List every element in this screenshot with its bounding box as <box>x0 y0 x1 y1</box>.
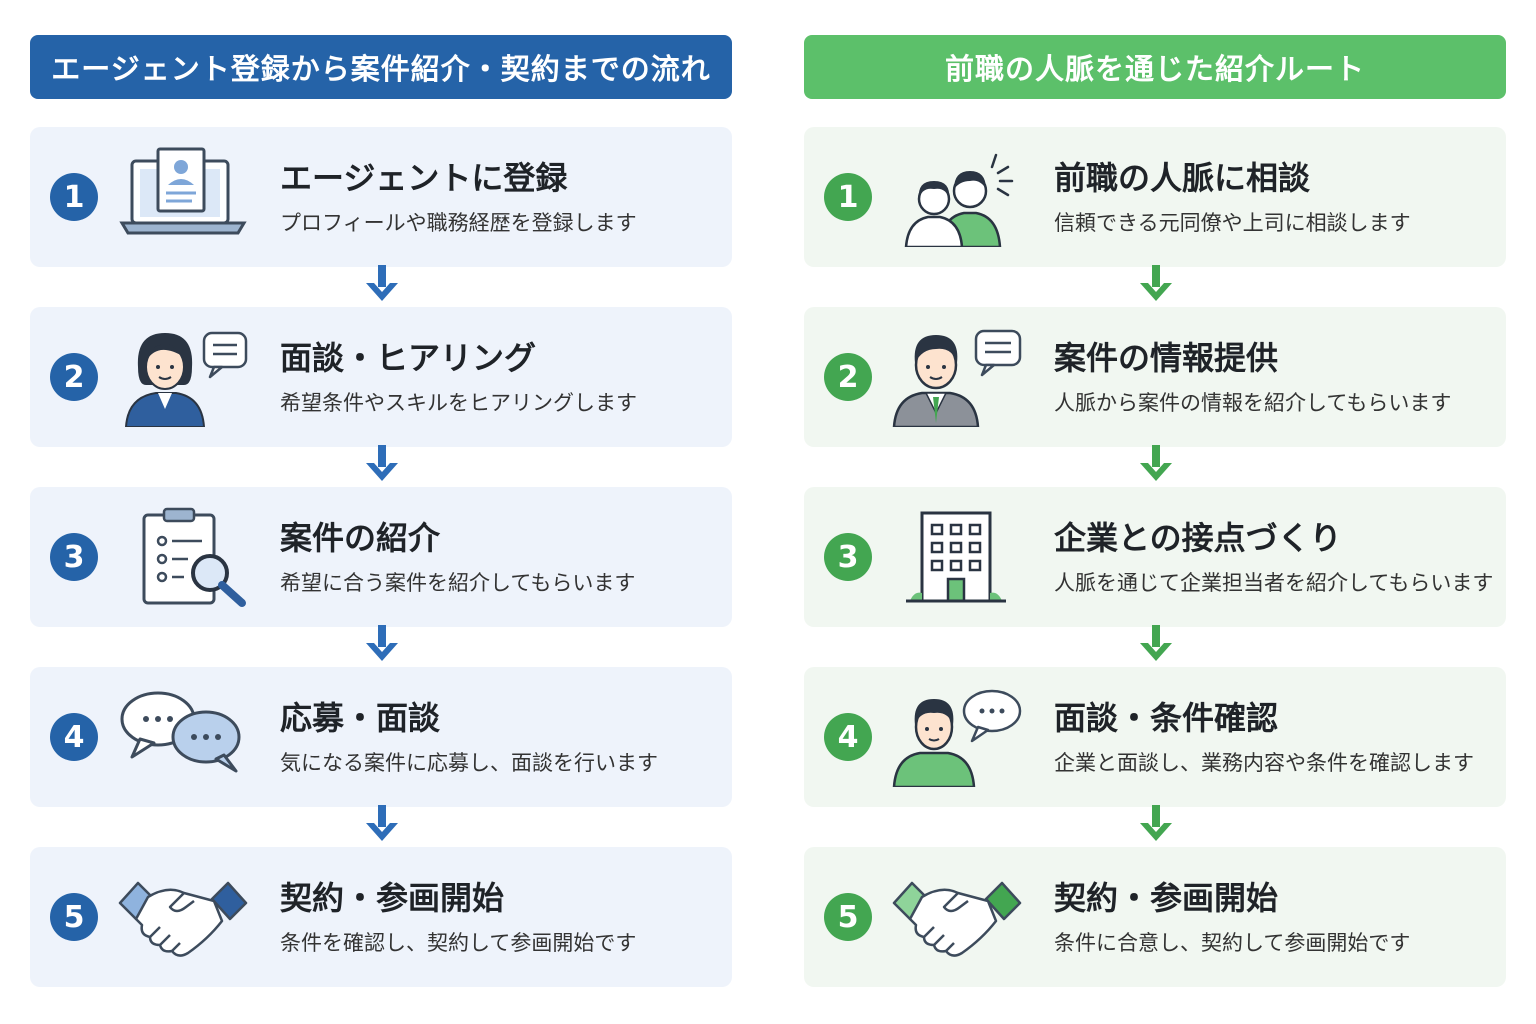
agent-step-1: 1 エージェントに登録 プロフィールや職務経歴を登録します <box>30 127 732 267</box>
step-title: 面談・条件確認 <box>1054 699 1279 737</box>
network-step-5: 5 契約・参画開始 条件に合意し、契約して参画開始です <box>804 847 1506 987</box>
arrow-down-icon <box>364 805 400 843</box>
person-chat-icon <box>892 687 1022 787</box>
step-number: 1 <box>824 173 872 221</box>
arrow-down-icon <box>1138 445 1174 483</box>
chat-bubbles-icon <box>118 687 248 787</box>
step-description: プロフィールや職務経歴を登録します <box>280 211 637 235</box>
step-number: 4 <box>50 713 98 761</box>
step-description: 希望条件やスキルをヒアリングします <box>280 391 637 415</box>
office-building-icon <box>892 507 1022 607</box>
step-description: 企業と面談し、業務内容や条件を確認します <box>1054 751 1474 775</box>
step-title: 企業との接点づくり <box>1054 519 1342 557</box>
arrow-down-icon <box>364 445 400 483</box>
handshake-icon <box>118 867 248 967</box>
agent-step-4: 4 応募・面談 気になる案件に応募し、面談を行います <box>30 667 732 807</box>
agent-step-5: 5 契約・参画開始 条件を確認し、契約して参画開始です <box>30 847 732 987</box>
handshake-icon <box>892 867 1022 967</box>
step-description: 信頼できる元同僚や上司に相談します <box>1054 211 1411 235</box>
agent-step-2: 2 面談・ヒアリング 希望条件やスキルをヒアリングします <box>30 307 732 447</box>
step-number: 5 <box>824 893 872 941</box>
network-route-column: 前職の人脈を通じた紹介ルート 1 前職の人脈に相談 信 <box>804 35 1506 987</box>
step-title: 案件の紹介 <box>280 519 441 557</box>
step-description: 条件を確認し、契約して参画開始です <box>280 931 637 955</box>
step-number: 2 <box>50 353 98 401</box>
network-step-1: 1 前職の人脈に相談 信頼できる元同僚や上司に相談します <box>804 127 1506 267</box>
agent-flow-header: エージェント登録から案件紹介・契約までの流れ <box>30 35 732 99</box>
step-description: 気になる案件に応募し、面談を行います <box>280 751 658 775</box>
step-number: 3 <box>824 533 872 581</box>
step-description: 人脈を通じて企業担当者を紹介してもらいます <box>1054 571 1494 595</box>
network-step-3: 3 企業との接点づくり 人脈を通じて企業担当者を紹介してもらいます <box>804 487 1506 627</box>
network-step-4: 4 面談・条件確認 企業と面談し、業務内容や条件を確認します <box>804 667 1506 807</box>
step-description: 人脈から案件の情報を紹介してもらいます <box>1054 391 1452 415</box>
step-number: 1 <box>50 173 98 221</box>
step-number: 2 <box>824 353 872 401</box>
arrow-down-icon <box>1138 625 1174 663</box>
step-title: 契約・参画開始 <box>1054 879 1279 917</box>
step-title: 案件の情報提供 <box>1054 339 1279 377</box>
arrow-down-icon <box>1138 265 1174 303</box>
step-title: 面談・ヒアリング <box>280 339 537 377</box>
arrow-down-icon <box>364 625 400 663</box>
step-number: 5 <box>50 893 98 941</box>
agent-flow-column: エージェント登録から案件紹介・契約までの流れ 1 エージェントに登録 プロフィー… <box>30 35 732 987</box>
two-people-icon <box>892 147 1022 247</box>
step-description: 条件に合意し、契約して参画開始です <box>1054 931 1411 955</box>
network-route-header: 前職の人脈を通じた紹介ルート <box>804 35 1506 99</box>
step-title: 応募・面談 <box>280 699 441 737</box>
agent-step-3: 3 案件の紹介 希望に合う案件を紹介してもらいます <box>30 487 732 627</box>
step-number: 3 <box>50 533 98 581</box>
arrow-down-icon <box>1138 805 1174 843</box>
businessman-speech-icon <box>892 327 1022 427</box>
step-title: 契約・参画開始 <box>280 879 505 917</box>
clipboard-search-icon <box>118 507 248 607</box>
step-number: 4 <box>824 713 872 761</box>
consultant-speech-icon <box>118 327 248 427</box>
network-step-2: 2 案件の情報提供 人脈から案件の情報を紹介してもらいます <box>804 307 1506 447</box>
arrow-down-icon <box>364 265 400 303</box>
step-title: 前職の人脈に相談 <box>1054 159 1311 197</box>
step-description: 希望に合う案件を紹介してもらいます <box>280 571 636 595</box>
laptop-profile-icon <box>118 147 248 247</box>
step-title: エージェントに登録 <box>280 159 568 197</box>
